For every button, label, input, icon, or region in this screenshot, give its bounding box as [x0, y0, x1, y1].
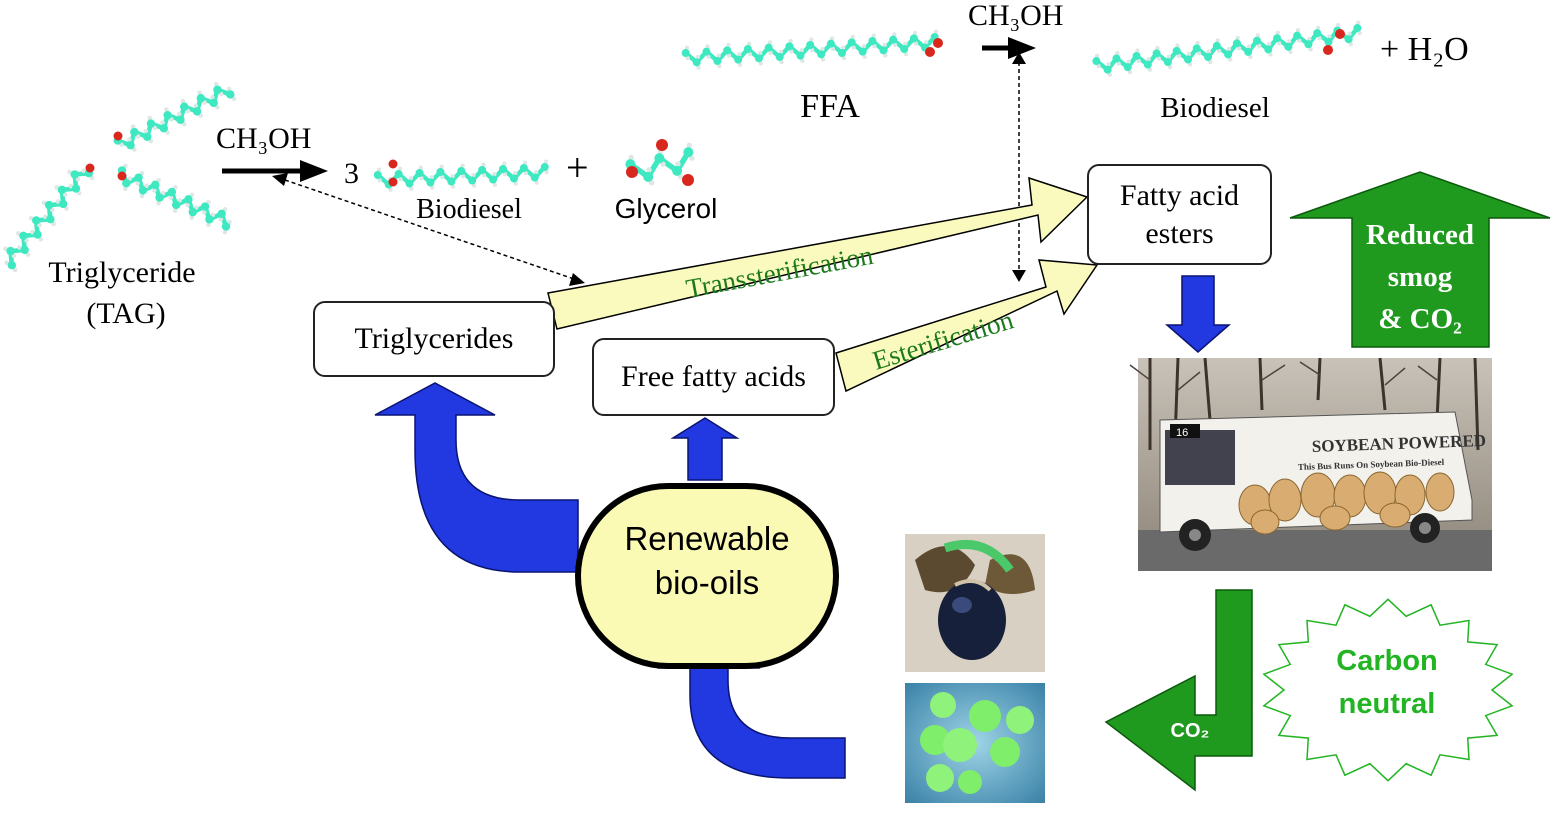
- reaction2-arrow: [982, 37, 1036, 59]
- water-byproduct: + H₂O: [1380, 31, 1469, 68]
- transesterification-label: Transsterification: [684, 240, 876, 304]
- biodiesel-ester-molecule-icon: [1092, 20, 1362, 77]
- fatty-acid-esters-line2: esters: [1145, 216, 1214, 250]
- blue-arrow-to-bus: [1164, 275, 1232, 353]
- reaction2-reagent: CH₃OH: [968, 0, 1063, 32]
- reaction1-biodiesel-label: Biodiesel: [416, 194, 522, 225]
- dashed-link-transesterification: [272, 173, 585, 286]
- reaction1-coefficient: 3: [344, 157, 359, 190]
- reaction2-biodiesel-label: Biodiesel: [1160, 92, 1270, 124]
- green-arrow-co2: [1104, 589, 1253, 792]
- reduced-smog-line2: smog: [1388, 261, 1453, 293]
- ffa-molecule-icon: [681, 29, 943, 70]
- fatty-acid-esters-box: Fatty acid esters: [1087, 164, 1272, 265]
- free-fatty-acids-box: Free fatty acids: [592, 338, 835, 416]
- soybean-bus-photo: 16 SOYBEAN POWERED This Bus Runs On Soyb…: [1129, 357, 1492, 571]
- bus-route-number: 16: [1176, 427, 1188, 439]
- blue-arrow-to-triglycerides: [374, 382, 579, 573]
- co2-label: CO₂: [1171, 720, 1210, 742]
- triglyceride-molecule-icon: [3, 81, 237, 273]
- fatty-acid-esters-line1: Fatty acid: [1119, 179, 1240, 212]
- seed-pod-photo: [905, 534, 1045, 672]
- carbon-neutral-starburst: [1262, 598, 1514, 782]
- free-fatty-acids-label: Free fatty acids: [621, 360, 806, 394]
- reaction1-reagent: CH₃OH: [216, 122, 311, 155]
- reaction1-glycerol-label: Glycerol: [615, 193, 718, 224]
- biodiesel-molecule-icon: [373, 159, 549, 192]
- tag-label-line2: (TAG): [86, 297, 165, 330]
- glycerol-molecule-icon: [625, 139, 695, 186]
- renewable-bio-oils-node: [575, 483, 839, 669]
- transesterification-arrow: [547, 176, 1089, 330]
- oval-text-line1: Renewable: [624, 520, 789, 557]
- reaction1-plus: +: [566, 145, 589, 190]
- dashed-link-esterification: [1012, 52, 1026, 282]
- reduced-smog-line3: & CO₂: [1378, 303, 1462, 335]
- ffa-label: FFA: [800, 88, 860, 125]
- carbon-neutral-line2: neutral: [1339, 688, 1436, 720]
- esterification-label: Esterification: [869, 304, 1017, 375]
- esterification-arrow: [835, 259, 1099, 393]
- oval-text-line2: bio-oils: [655, 564, 760, 601]
- triglycerides-box: Triglycerides: [313, 301, 555, 377]
- blue-arrow-to-free-fatty-acids: [670, 417, 740, 481]
- carbon-neutral-line1: Carbon: [1336, 645, 1438, 677]
- reduced-smog-line1: Reduced: [1366, 219, 1474, 251]
- tag-label-line1: Triglyceride: [48, 256, 195, 289]
- reaction1-arrow: [222, 160, 328, 182]
- green-arrow-reduced-smog: [1289, 171, 1551, 348]
- triglycerides-label: Triglycerides: [354, 322, 514, 356]
- algae-photo: [905, 683, 1045, 803]
